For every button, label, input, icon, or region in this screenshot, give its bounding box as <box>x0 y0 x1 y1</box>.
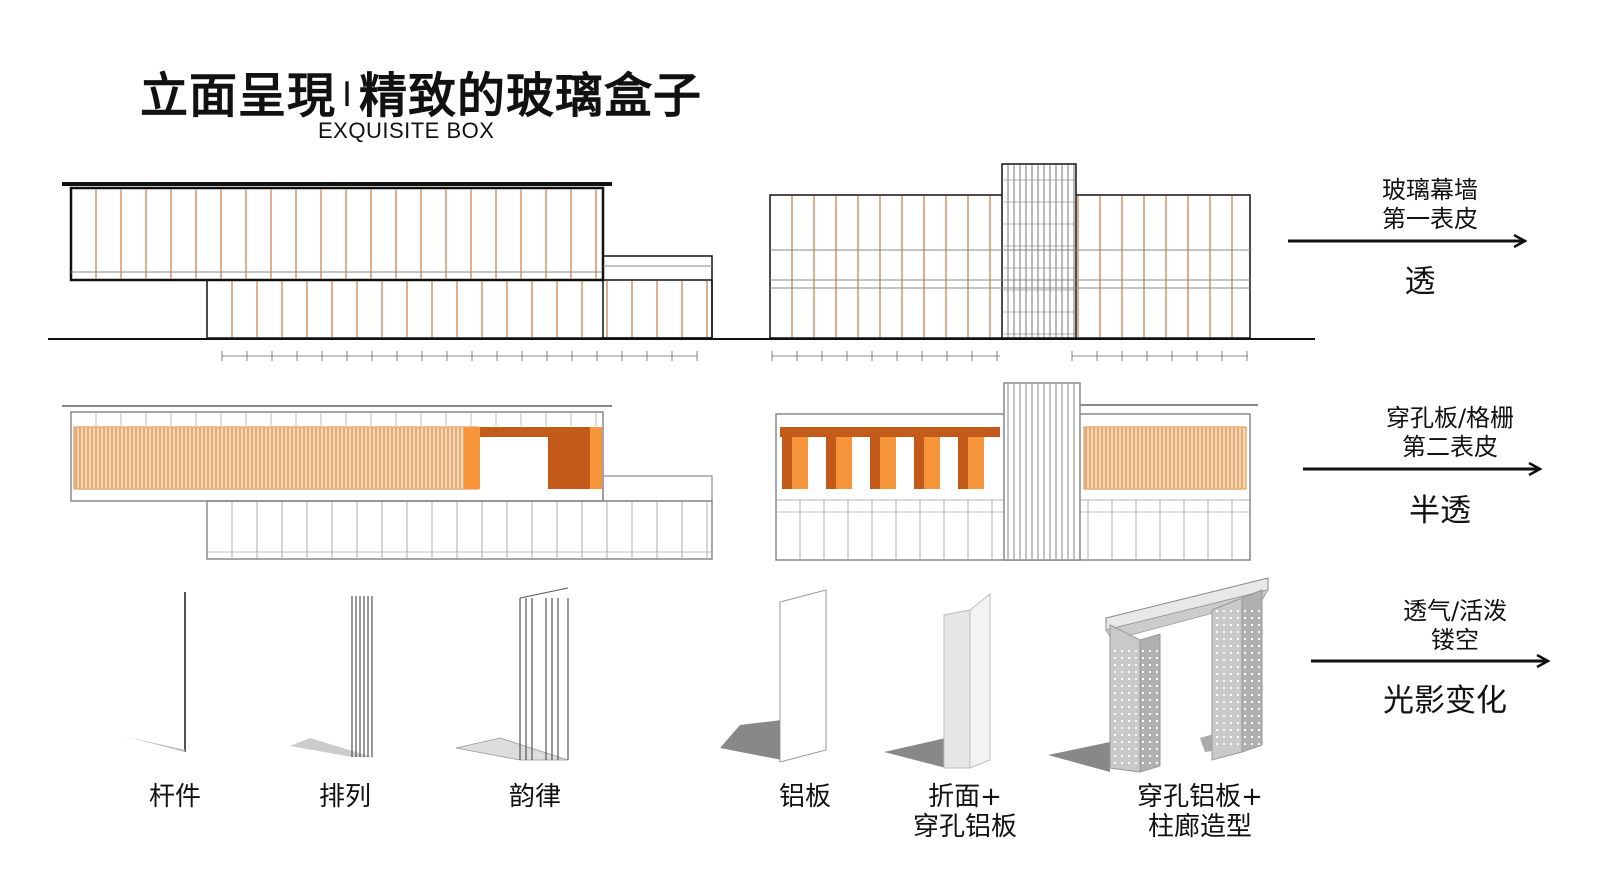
elevation-row2-left <box>62 405 713 560</box>
row2-note-line1: 穿孔板/格栅 <box>1385 404 1515 432</box>
caption-folded-perforated: 折面+ 穿孔铝板 <box>900 782 1030 842</box>
row1-note: 玻璃幕墙 第一表皮 <box>1360 176 1500 234</box>
dimension-strings <box>221 351 1248 361</box>
component-aluminium-panel-model <box>720 589 827 763</box>
row3-note-line2: 镂空 <box>1431 626 1479 654</box>
folded-panel <box>464 427 480 489</box>
elevation-row1-right <box>769 163 1251 339</box>
elevation-row1-left <box>62 182 713 339</box>
caption-perforated-colonnade: 穿孔铝板+ 柱廊造型 <box>1120 782 1280 842</box>
upper-curtain-wall-mullions <box>95 189 597 279</box>
caption-array: 排列 <box>300 782 390 812</box>
component-rod-model <box>124 592 186 752</box>
caption-rod: 杆件 <box>130 782 220 812</box>
component-perforated-colonnade-model <box>1048 577 1269 773</box>
row3-note-line1: 透气/活泼 <box>1402 597 1508 625</box>
row3-note: 透气/活泼 镂空 <box>1380 597 1530 655</box>
caption-aluminium-panel: 铝板 <box>760 782 850 812</box>
caption-line: 韵律 <box>508 782 561 812</box>
component-array-model <box>290 596 373 757</box>
elevation-row2-right <box>775 382 1258 561</box>
component-rhythm-model <box>455 587 569 761</box>
page-subtitle: EXQUISITE BOX <box>318 118 495 143</box>
caption-line: 穿孔铝板 <box>912 812 1017 842</box>
tower-vertical-lines <box>1002 165 1076 337</box>
lower-glass-mullions <box>207 502 712 558</box>
component-folded-perforated-model <box>884 592 991 769</box>
folded-aluminium-panels <box>780 427 1000 489</box>
row1-note-line1: 玻璃幕墙 <box>1382 176 1478 204</box>
folded-panel <box>548 427 600 489</box>
title-separator: I <box>342 75 354 115</box>
caption-line: 穿孔铝板+ <box>1137 782 1263 812</box>
caption-line: 杆件 <box>148 782 201 812</box>
right-curtain-wall-mullions <box>791 196 1233 337</box>
caption-line: 折面+ <box>928 782 1002 812</box>
lower-curtain-wall-mullions <box>231 281 708 337</box>
caption-line: 铝板 <box>778 782 831 812</box>
row1-note-line2: 第一表皮 <box>1382 205 1478 233</box>
title-secondary: 精致的玻璃盒子 <box>359 68 703 124</box>
tower-vertical-lines-row2 <box>1007 384 1075 559</box>
caption-line: 柱廊造型 <box>1147 812 1252 842</box>
row2-effect: 半透 <box>1409 493 1471 529</box>
row3-effect: 光影变化 <box>1383 683 1507 719</box>
caption-line: 排列 <box>318 782 371 812</box>
row2-note-line2: 第二表皮 <box>1402 433 1498 461</box>
row2-note: 穿孔板/格栅 第二表皮 <box>1365 404 1535 462</box>
perforated-slat-screen-right <box>1085 428 1243 488</box>
title-main: 立面呈現 <box>140 68 337 124</box>
row1-effect: 透 <box>1404 264 1436 300</box>
caption-rhythm: 韵律 <box>490 782 580 812</box>
